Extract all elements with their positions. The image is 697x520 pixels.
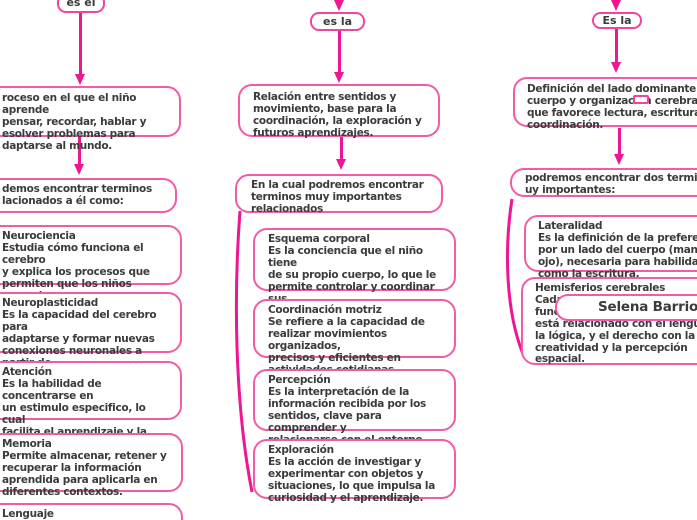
node-neurociencia[interactable]: Neurociencia Estudia cómo funciona el ce… [0, 225, 182, 313]
node-title: Lateralidad [538, 220, 603, 232]
connector-bracket-right [505, 198, 525, 355]
node-title: Coordinación motriz [268, 304, 382, 316]
connector-line [340, 137, 343, 159]
node-title: Neuroplasticidad [2, 297, 98, 309]
node-intro-right[interactable]: podremos encontrar dos terminos uy impor… [510, 168, 697, 197]
node-empty-mini[interactable] [633, 95, 649, 104]
arrowhead-down-icon [611, 0, 621, 11]
node-connector-es-la-middle[interactable]: es la [310, 12, 365, 31]
node-exploracion[interactable]: Exploración Es la acción de investigar y… [253, 439, 456, 504]
node-text: Es la acción de investigar y experimenta… [268, 455, 435, 504]
node-definition-right[interactable]: Definición del lado dominante de cuerpo … [513, 77, 697, 131]
node-text: Definición del lado dominante de cuerpo … [527, 83, 697, 131]
arrowhead-down-icon [614, 154, 624, 165]
watermark-author-name: Selena Barrio [598, 299, 697, 315]
connector-label: es el [66, 0, 96, 9]
node-title: Memoria [2, 438, 52, 450]
node-definition-middle[interactable]: Relación entre sentidos y movimiento, ba… [238, 84, 440, 139]
node-text: Cada hemi funciones está relacionado con… [535, 293, 697, 366]
arrowhead-down-icon [75, 74, 85, 85]
node-title: Lenguaje [2, 508, 54, 520]
node-coordinacion-motriz[interactable]: Coordinación motriz Se refiere a la capa… [253, 299, 456, 375]
node-text: podremos encontrar dos terminos uy impor… [525, 172, 697, 196]
connector-line [338, 30, 341, 72]
node-intro-left[interactable]: demos encontrar terminos lacionados a él… [0, 178, 177, 213]
node-text: Es la interpretación de la información r… [268, 385, 426, 445]
node-definition-left[interactable]: roceso en el que el niño aprende pensar,… [0, 86, 181, 152]
connector-label: es la [322, 15, 353, 28]
node-text: En la cual podremos encontrar terminos m… [251, 179, 424, 215]
node-percepcion[interactable]: Percepción Es la interpretación de la in… [253, 369, 456, 445]
connector-label: Es la [602, 14, 632, 27]
node-lenguaje[interactable]: Lenguaje [0, 503, 183, 520]
node-neuroplasticidad[interactable]: Neuroplasticidad Es la capacidad del cer… [0, 292, 182, 392]
node-esquema-corporal[interactable]: Esquema corporal Es la conciencia que el… [253, 228, 456, 316]
node-text: Es la definición de la preferencia por u… [538, 231, 697, 280]
node-lateralidad[interactable]: Lateralidad Es la definición de la prefe… [524, 215, 697, 280]
arrowhead-down-icon [611, 62, 621, 73]
node-text: Relación entre sentidos y movimiento, ba… [253, 91, 422, 139]
connector-line [618, 128, 621, 154]
node-text: Se refiere a la capacidad de realizar mo… [268, 315, 425, 375]
node-text: roceso en el que el niño aprende pensar,… [2, 92, 147, 152]
node-connector-es-la-right[interactable]: Es la [592, 12, 642, 29]
node-title: Neurociencia [2, 230, 76, 242]
node-memoria[interactable]: Memoria Permite almacenar, retener y rec… [0, 433, 183, 498]
node-title: Atención [2, 366, 52, 378]
watermark-author-badge[interactable]: Selena Barrio [555, 294, 697, 321]
node-connector-es-el[interactable]: es el [57, 0, 105, 13]
arrowhead-down-icon [334, 72, 344, 83]
arrowhead-down-icon [336, 159, 346, 170]
connector-line [79, 13, 82, 74]
arrowhead-down-icon [334, 0, 344, 11]
node-text: Permite almacenar, retener y recuperar l… [2, 449, 167, 498]
connector-line [615, 27, 618, 62]
connector-line [78, 137, 81, 164]
node-title: Percepción [268, 374, 331, 386]
node-atencion[interactable]: Atención Es la habilidad de concentrarse… [0, 361, 182, 461]
connector-bracket-middle [234, 210, 254, 493]
node-title: Exploración [268, 444, 334, 456]
node-hemisferios-cerebrales[interactable]: Hemisferios cerebrales Cada hemi funcion… [521, 277, 697, 365]
node-title: Hemisferios cerebrales [535, 282, 666, 294]
node-title: Esquema corporal [268, 233, 370, 245]
arrowhead-down-icon [74, 164, 84, 175]
node-intro-middle[interactable]: En la cual podremos encontrar terminos m… [235, 174, 443, 215]
node-text: demos encontrar terminos lacionados a él… [2, 183, 152, 207]
